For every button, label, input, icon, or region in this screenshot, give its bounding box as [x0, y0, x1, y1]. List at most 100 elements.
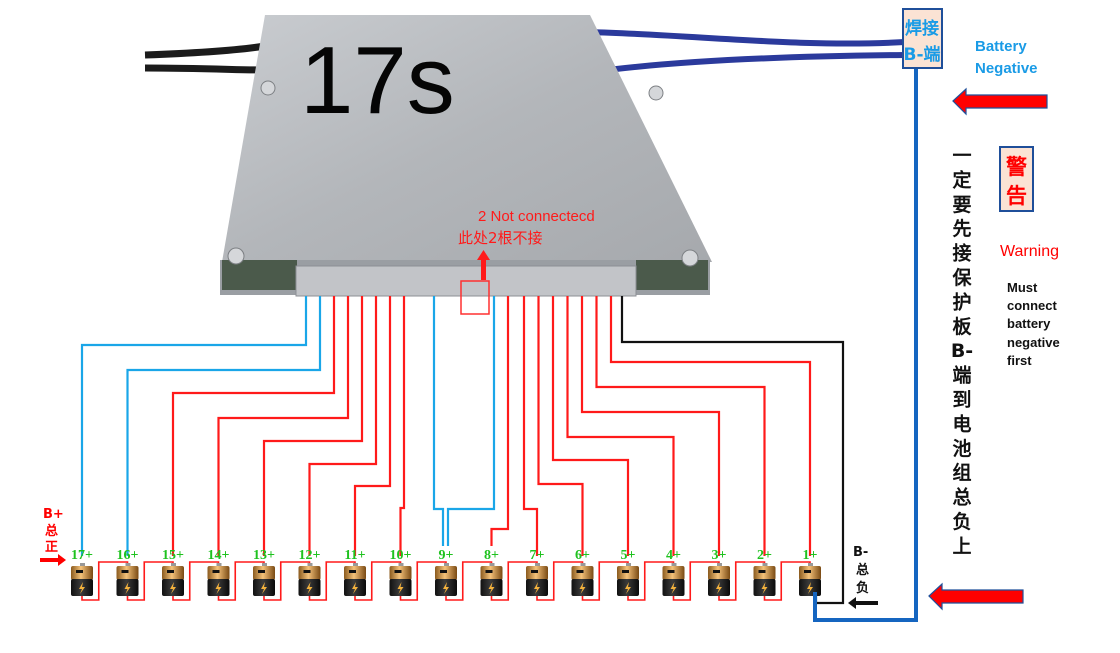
cell-label: 4+	[666, 548, 681, 563]
battery-cells: 17+16+15+14+13+12+11+10+9+8+7+6+5+4+3+2+…	[71, 548, 821, 601]
battery-terminal	[626, 563, 631, 567]
cell-label: 9+	[439, 548, 454, 563]
battery-cell: 9+	[435, 548, 457, 596]
battery-cell: 2+	[753, 548, 776, 596]
plus-icon	[349, 570, 356, 573]
lightning-icon	[670, 582, 677, 594]
lightning-icon	[306, 582, 313, 594]
warning-badge: 警 告	[999, 146, 1034, 212]
balance-wire	[262, 296, 364, 556]
plus-icon	[212, 570, 220, 573]
lightning-icon	[807, 582, 813, 594]
plus-icon	[622, 570, 629, 573]
lightning-icon	[124, 582, 131, 594]
warning-body-line: connect	[1007, 298, 1058, 313]
black-cables	[144, 42, 266, 74]
warning-body-line: Must	[1007, 280, 1038, 295]
balance-wire	[490, 296, 510, 546]
plus-icon	[713, 570, 720, 573]
main-negative-wire	[813, 40, 918, 622]
lightning-icon	[534, 582, 540, 594]
vertical-warning-char: 接	[952, 243, 971, 265]
balance-wire	[537, 296, 584, 556]
battery-cell: 16+	[116, 548, 139, 596]
balance-wire	[595, 296, 766, 556]
vertical-warning-char: 先	[952, 217, 971, 240]
series-link	[126, 561, 174, 601]
battery-negative-caption-1: Battery	[975, 38, 1027, 55]
b-plus-label: B+	[43, 507, 64, 522]
plus-icon	[394, 570, 402, 573]
not-connected-cn: 此处2根不接	[458, 229, 543, 247]
plus-icon	[576, 570, 584, 573]
vertical-warning-char: 端	[952, 364, 971, 387]
plus-icon	[121, 570, 129, 573]
vertical-warning-char: 到	[952, 389, 971, 411]
b-minus-label: B-	[853, 545, 868, 560]
vertical-warning-char: 上	[952, 535, 971, 557]
pcb-right	[636, 260, 708, 290]
balance-wire	[217, 296, 350, 556]
cell-label: 8+	[484, 548, 499, 563]
plus-icon	[485, 570, 493, 573]
series-link	[536, 561, 584, 601]
screw-icon	[648, 85, 664, 101]
plus-icon	[531, 570, 538, 573]
battery-cell: 14+	[207, 548, 230, 596]
battery-terminal	[444, 563, 449, 567]
vertical-warning-char: 组	[952, 461, 971, 484]
b-minus-box-line2: B-端	[903, 44, 940, 65]
plus-icon	[303, 570, 311, 573]
cell-label: 1+	[803, 548, 818, 563]
battery-terminal	[671, 563, 677, 567]
warning-body-line: first	[1007, 353, 1032, 368]
battery-terminal	[580, 563, 586, 567]
cell-label: 3+	[712, 548, 727, 563]
balance-wire	[551, 296, 630, 556]
cell-label: 12+	[299, 548, 321, 563]
cell-label: 6+	[575, 548, 590, 563]
battery-cell: 12+	[298, 548, 321, 596]
series-link	[627, 561, 675, 601]
battery-terminal	[262, 563, 267, 567]
lightning-icon	[352, 582, 358, 594]
left-arrow-icon	[848, 597, 878, 609]
balance-wire	[353, 296, 392, 556]
battery-terminal	[80, 563, 85, 567]
battery-cell: 15+	[162, 548, 184, 596]
cell-label: 17+	[71, 548, 93, 563]
board-model-label: 17s	[300, 27, 455, 134]
b-plus-cn-2: 正	[45, 540, 58, 555]
battery-cell: 7+	[526, 548, 548, 596]
cell-label: 7+	[530, 548, 545, 563]
cell-label: 15+	[162, 548, 184, 563]
vertical-warning-char: 保	[951, 266, 972, 289]
balance-wires	[80, 296, 845, 605]
lightning-icon	[488, 582, 495, 594]
balance-wire	[566, 296, 675, 556]
plus-icon	[667, 570, 675, 573]
warning-body-line: battery	[1007, 316, 1051, 331]
series-link	[718, 561, 766, 601]
series-link	[399, 561, 447, 601]
battery-terminal	[535, 563, 540, 567]
cell-label: 10+	[390, 548, 412, 563]
plus-icon	[167, 570, 174, 573]
series-link	[354, 561, 402, 601]
balance-wire	[80, 296, 308, 556]
b-minus-terminal: B- 总 负	[848, 545, 878, 609]
balance-wire	[609, 296, 812, 556]
cell-label: 13+	[253, 548, 275, 563]
plus-icon	[804, 570, 811, 573]
b-minus-cn-1: 总	[856, 562, 869, 578]
battery-terminal	[307, 563, 313, 567]
battery-cell: 10+	[389, 548, 412, 596]
b-minus-box-line1: 焊接	[905, 18, 939, 39]
battery-cell: 13+	[253, 548, 275, 596]
lightning-icon	[625, 582, 631, 594]
series-link	[763, 561, 811, 601]
battery-negative-caption-2: Negative	[975, 60, 1038, 77]
lightning-icon	[215, 582, 222, 594]
balance-wire	[308, 296, 378, 556]
